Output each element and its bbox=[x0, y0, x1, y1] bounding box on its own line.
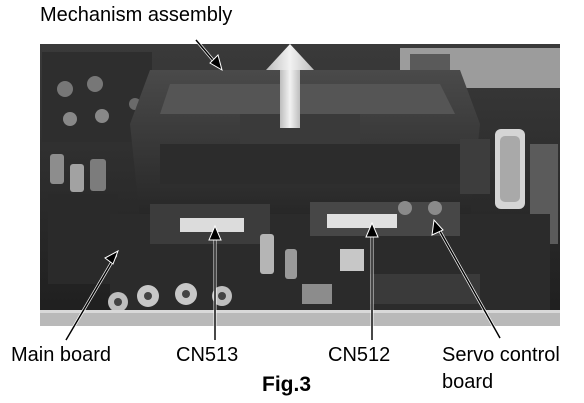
label-servo-board: board bbox=[442, 371, 494, 393]
label-servo-control: Servo control bbox=[442, 344, 560, 366]
equipment-photo bbox=[40, 44, 560, 326]
label-cn512: CN512 bbox=[328, 344, 391, 366]
label-main-board: Main board bbox=[11, 344, 112, 366]
label-cn513: CN513 bbox=[176, 344, 239, 366]
label-mechanism-assembly: Mechanism assembly bbox=[40, 4, 233, 26]
figure-caption: Fig.3 bbox=[262, 373, 312, 396]
